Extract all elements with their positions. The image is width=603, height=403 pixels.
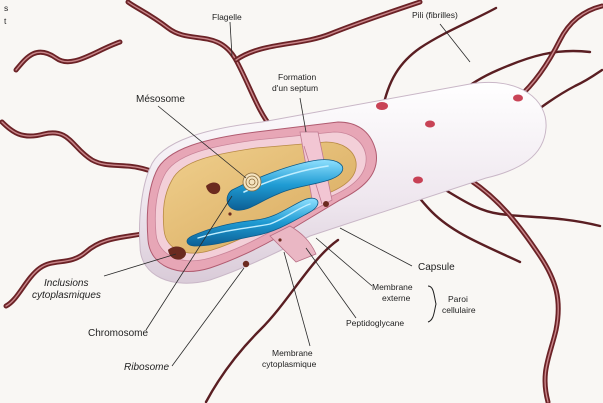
mesosome-structure	[243, 173, 261, 191]
flagellum	[128, 2, 272, 128]
label-pili: Pili (fibrilles)	[412, 10, 458, 20]
paroi-bracket	[428, 286, 436, 322]
label-paroi: Paroi	[448, 294, 468, 304]
label-formation-septum: Formation	[278, 72, 317, 82]
label-membrane-cytoplasmique: Membrane	[272, 348, 313, 358]
cell-body	[139, 82, 546, 283]
edge-text-2: t	[4, 16, 7, 26]
label-membrane-externe: Membrane	[372, 282, 413, 292]
inclusion-body	[323, 201, 329, 207]
label-peptidoglycane: Peptidoglycane	[346, 318, 404, 328]
flagellum	[470, 180, 558, 402]
label-mesosome: Mésosome	[136, 94, 185, 105]
label-formation-septum-2: d'un septum	[272, 83, 318, 93]
label-paroi-2: cellulaire	[442, 305, 476, 315]
label-membrane-externe-2: externe	[382, 293, 411, 303]
label-ribosome: Ribosome	[124, 362, 169, 373]
label-inclusions: Inclusions	[44, 278, 88, 289]
label-capsule: Capsule	[418, 262, 455, 273]
label-chromosome: Chromosome	[88, 328, 148, 339]
label-membrane-cytoplasmique-2: cytoplasmique	[262, 359, 317, 369]
flagellum	[16, 42, 120, 70]
edge-text-1: s	[4, 3, 8, 13]
ribosome-particle	[243, 261, 249, 267]
label-flagelle: Flagelle	[212, 12, 242, 22]
label-inclusions-2: cytoplasmiques	[32, 290, 101, 301]
